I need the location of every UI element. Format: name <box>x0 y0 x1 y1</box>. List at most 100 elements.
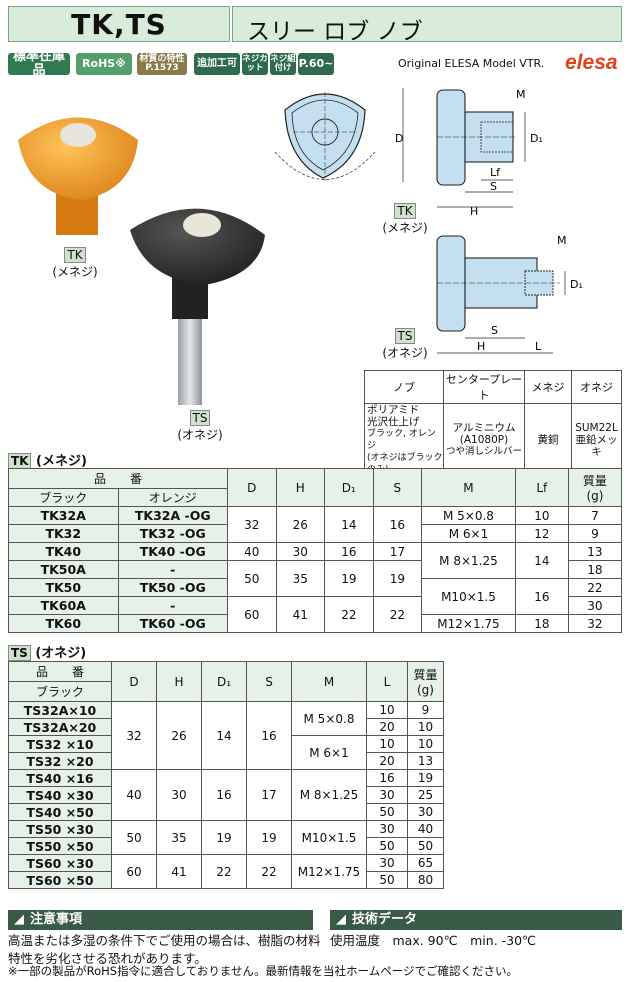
mat-plate: アルミニウム (A1080P) つや消しシルバー <box>443 403 525 477</box>
ts-part: TS40 ×50 <box>8 803 112 821</box>
tk-head-h: H <box>275 468 326 507</box>
tk-section-text: (メネジ) <box>36 454 87 469</box>
material-table: ノブ センタープレート メネジ オネジ ポリアミド 光沢仕上げ ブラック, オレ… <box>364 370 622 477</box>
ts-l: 50 <box>366 837 408 855</box>
tk-d: 60 <box>227 596 277 633</box>
tk-part-black: TK60 <box>8 614 119 633</box>
tk-d1: 22 <box>324 596 374 633</box>
ts-s: 17 <box>246 769 292 821</box>
tk-h: 41 <box>275 596 326 633</box>
ts-l: 50 <box>366 871 408 889</box>
model-title: TK,TS <box>71 8 167 41</box>
tk-m: M12×1.75 <box>421 614 516 633</box>
mat-male-line: 亜鉛メッキ <box>575 434 618 458</box>
tk-head-d: D <box>227 468 277 507</box>
ts-m: M 8×1.25 <box>291 769 367 821</box>
tk-lf: 14 <box>514 542 569 579</box>
ts-head-m: M <box>291 661 367 702</box>
ts-l: 30 <box>366 786 408 804</box>
tk-part-black: TK50 <box>8 578 119 597</box>
machining-badge: 追加工可 <box>194 53 240 75</box>
tk-part-black: TK50A <box>8 560 119 579</box>
ts-section-title: TS (オネジ) <box>8 642 86 661</box>
mat-male: SUM22L 亜鉛メッキ <box>571 403 622 477</box>
ts-head-mass-unit: (g) <box>417 683 434 697</box>
tk-photo <box>18 117 138 235</box>
ts-head-mass-label: 質量 <box>413 668 438 682</box>
tk-dim-d1: D₁ <box>530 132 543 145</box>
tk-mass: 22 <box>567 578 623 597</box>
ts-part: TS40 ×16 <box>8 769 112 787</box>
tech-title: 技術データ <box>352 912 418 927</box>
ts-s: 22 <box>246 854 292 889</box>
ts-dim-s: S <box>491 324 498 337</box>
subtitle-header: スリー ロブ ノブ <box>232 6 622 45</box>
ts-l: 20 <box>366 718 408 736</box>
tk-s: 16 <box>372 506 423 543</box>
mat-head-plate: センタープレート <box>443 370 525 404</box>
tk-head-lf: Lf <box>514 468 569 507</box>
tk-part-orange: - <box>117 560 228 579</box>
tk-d: 32 <box>227 506 277 543</box>
ts-head-partno: 品 番 <box>8 661 112 682</box>
ts-dim-l: L <box>535 340 542 353</box>
tk-dim-h: H <box>470 205 478 217</box>
tk-drawing-label: TK (メネジ) <box>375 203 435 236</box>
tk-lf: 10 <box>514 506 569 525</box>
ts-head-h: H <box>156 661 202 702</box>
ts-s: 19 <box>246 820 292 855</box>
ts-center-plate <box>183 213 221 237</box>
ts-part: TS50 ×50 <box>8 837 112 855</box>
ts-d: 40 <box>111 769 157 821</box>
tk-d1: 14 <box>324 506 374 543</box>
ts-m: M 5×0.8 <box>291 701 367 736</box>
ts-head-s: S <box>246 661 292 702</box>
page-subtitle: スリー ロブ ノブ <box>247 19 423 45</box>
tk-d: 50 <box>227 560 277 597</box>
tech-bar: ◢技術データ <box>330 910 622 930</box>
ts-photo-code: TS <box>189 410 211 426</box>
tk-front-drawing: D <box>274 88 403 182</box>
ts-mass: 19 <box>407 769 444 787</box>
tk-part-orange: TK40 -OG <box>117 542 228 561</box>
ts-part: TS40 ×30 <box>8 786 112 804</box>
tk-m: M 5×0.8 <box>421 506 516 525</box>
ts-part: TS60 ×30 <box>8 854 112 872</box>
tk-part-orange: TK32A -OG <box>117 506 228 525</box>
ts-head-mass: 質量 (g) <box>407 661 444 702</box>
tk-table: 品 番 D H D₁ S M Lf 質量 (g) ブラック オレンジ TK32A… <box>8 468 623 633</box>
model-header: TK,TS <box>8 6 230 42</box>
tk-lf: 16 <box>514 578 569 615</box>
rohs-footnote: ※一部の製品がRoHS指令に適合しておりません。最新情報を当社ホームページでご確… <box>8 964 518 978</box>
tk-dim-s: S <box>490 180 497 193</box>
rohs-badge: RoHS※ <box>76 53 132 75</box>
tk-part-orange: TK50 -OG <box>117 578 228 597</box>
ts-head-d: D <box>111 661 157 702</box>
ts-part: TS32 ×20 <box>8 752 112 770</box>
mat-knob: ポリアミド 光沢仕上げ ブラック, オレンジ (オネジはブラックのみ) <box>364 403 444 477</box>
mat-plate-line: アルミニウム <box>452 422 516 434</box>
tk-head-m: M <box>421 468 516 507</box>
tk-photo-label: TK (メネジ) <box>40 247 110 280</box>
tk-head-partno: 品 番 <box>8 468 228 489</box>
ts-photo-type: (オネジ) <box>177 428 223 442</box>
ts-l: 30 <box>366 854 408 872</box>
caution-line: 特性を劣化させる恐れがあります。 <box>8 951 207 966</box>
ts-l: 50 <box>366 803 408 821</box>
tk-part-orange: TK32 -OG <box>117 524 228 543</box>
elesa-logo: elesa <box>565 51 618 74</box>
tk-head-orange: オレンジ <box>117 488 228 507</box>
tk-center-plate <box>60 123 96 147</box>
material-badge: 材質の特性 P.1573 <box>137 53 187 75</box>
tk-d: 40 <box>227 542 277 561</box>
tk-mass: 13 <box>567 542 623 561</box>
mat-knob-line: 光沢仕上げ <box>367 416 420 428</box>
mat-head-male: オネジ <box>571 370 622 404</box>
ts-head-l: L <box>366 661 408 702</box>
tk-m: M 6×1 <box>421 524 516 543</box>
mat-knob-line: ポリアミド <box>367 404 420 416</box>
ts-dim-h: H <box>477 340 485 353</box>
tk-head-mass-label: 質量 <box>582 474 607 488</box>
ts-h: 30 <box>156 769 202 821</box>
ts-mass: 80 <box>407 871 444 889</box>
